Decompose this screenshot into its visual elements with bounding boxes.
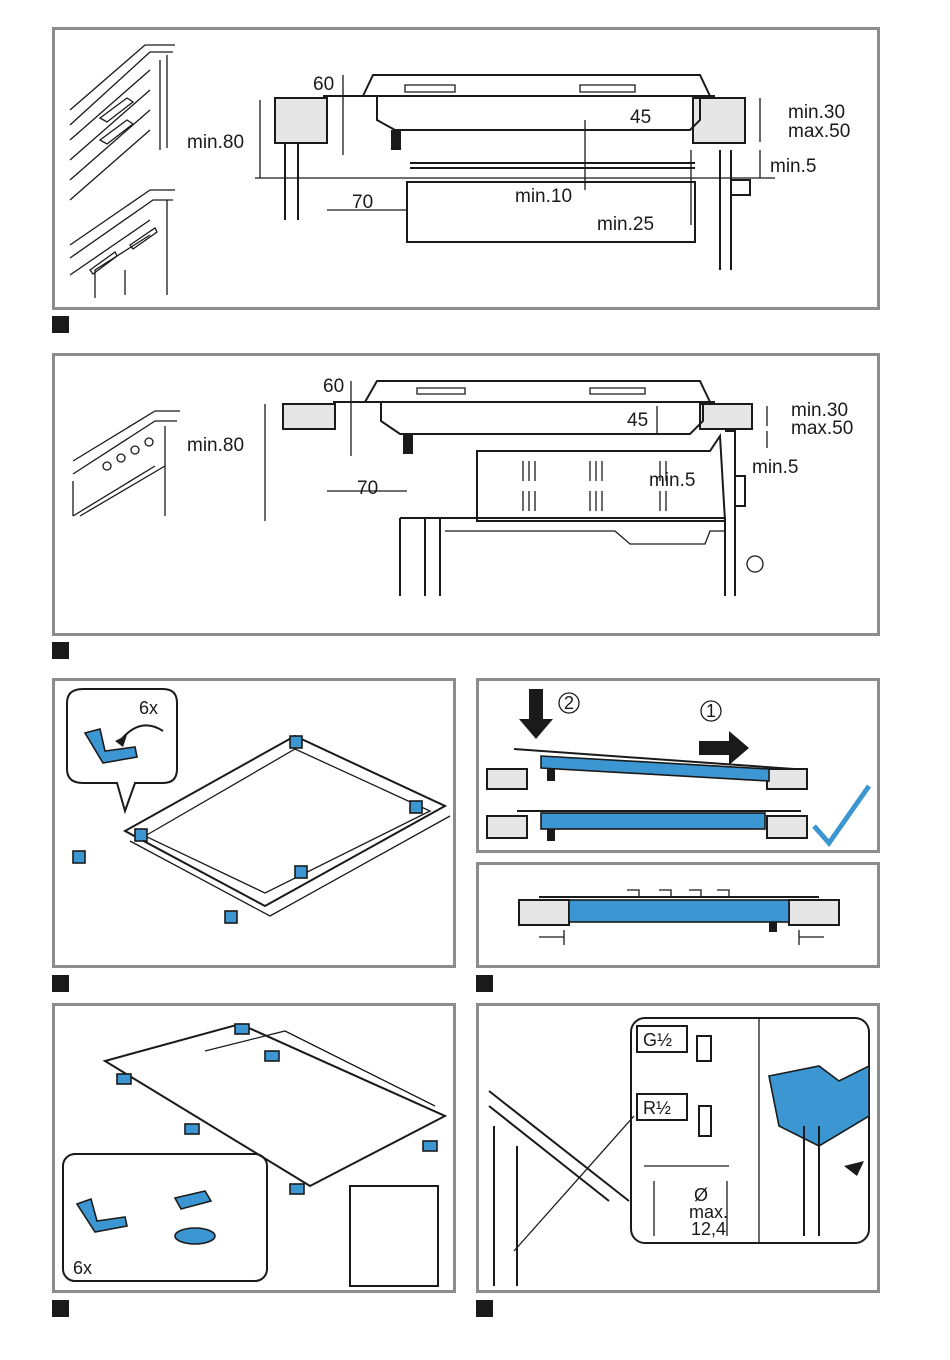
insert-hob-diagram: 2 1 (479, 681, 883, 856)
dim-45: 45 (627, 410, 648, 431)
quantity-label: 6x (73, 1258, 92, 1278)
dim-min10: min.10 (515, 186, 572, 207)
dim-min25: min.25 (597, 214, 654, 235)
drawer-cabinet-sketch (70, 45, 175, 200)
hob-cross-section (333, 381, 715, 454)
clip-detail (85, 729, 137, 763)
hob-seated (541, 813, 765, 829)
thread-label-r: R½ (643, 1098, 671, 1118)
dim-min5-side: min.5 (752, 457, 798, 478)
step-marker-4 (476, 975, 493, 992)
gas-connection-diagram: G½ R½ Ø max. 12,4 (479, 1006, 883, 1296)
door-cabinet-sketch (70, 190, 175, 298)
checkmark (814, 786, 869, 843)
panel-insert-hob: 2 1 (476, 678, 880, 853)
hob-body (569, 900, 789, 922)
oven-cabinet-sketch (73, 411, 180, 516)
seal-clip-diagram: 6x (55, 681, 459, 971)
dim-min80: min.80 (187, 435, 244, 456)
step-2-label: 2 (564, 693, 574, 713)
hob-cross-section (323, 75, 715, 150)
panel-seal-clips: 6x (52, 678, 456, 968)
max-value: 12,4 (691, 1219, 726, 1239)
step-1-label: 1 (706, 701, 716, 721)
dim-70: 70 (352, 192, 373, 213)
dim-60: 60 (323, 376, 344, 397)
dim-min80: min.80 (187, 132, 244, 153)
remove-clips-diagram: 6x (55, 1006, 459, 1296)
dim-45: 45 (630, 107, 651, 128)
arrow-right (699, 731, 749, 765)
worktop-left (275, 98, 327, 143)
dim-max50: max.50 (791, 418, 853, 439)
inset-cross-section (350, 1186, 438, 1286)
arrow-down (519, 689, 553, 739)
dim-max50: max.50 (788, 121, 850, 142)
panel-gas-connection: G½ R½ Ø max. 12,4 (476, 1003, 880, 1293)
dim-70: 70 (357, 478, 378, 499)
worktop-left (283, 404, 335, 429)
blue-clips (73, 736, 422, 923)
hob-fitted-diagram (479, 865, 883, 971)
worktop-dimensions-diagram: 60 45 min.80 min.30 max.50 min.5 min.10 … (55, 30, 883, 313)
step-marker-6 (476, 1300, 493, 1317)
dim-min5-oven: min.5 (649, 470, 695, 491)
dim-min30: min.30 (788, 102, 845, 123)
panel-worktop-installation-dimensions: 60 45 min.80 min.30 max.50 min.5 min.10 … (52, 27, 880, 310)
hob-glass-outline (125, 736, 445, 906)
step-marker-1 (52, 316, 69, 333)
step-marker-2 (52, 642, 69, 659)
quantity-label: 6x (139, 698, 158, 718)
oven-vents (523, 461, 666, 511)
step-marker-3 (52, 975, 69, 992)
oven-dimensions-diagram: 60 45 min.80 min.30 max.50 min.5 min.5 7… (55, 356, 883, 639)
worktop-right (700, 404, 752, 429)
dim-min5: min.5 (770, 156, 816, 177)
dim-60: 60 (313, 74, 334, 95)
thread-label-g: G½ (643, 1030, 672, 1050)
panel-remove-clips: 6x (52, 1003, 456, 1293)
panel-hob-fitted (476, 862, 880, 968)
step-marker-5 (52, 1300, 69, 1317)
panel-oven-installation-dimensions: 60 45 min.80 min.30 max.50 min.5 min.5 7… (52, 353, 880, 636)
